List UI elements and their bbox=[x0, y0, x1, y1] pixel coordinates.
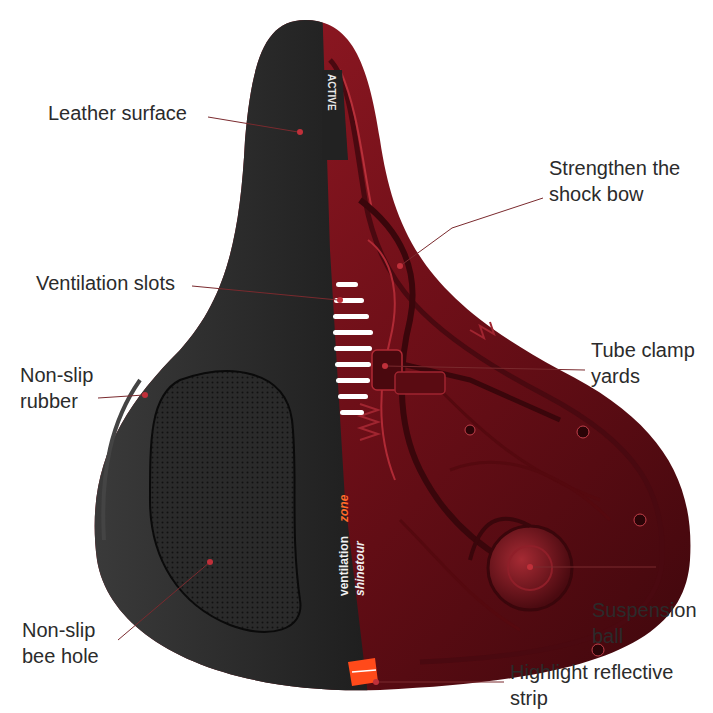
part-label: Tube clamp yards bbox=[591, 337, 707, 389]
part-label: Ventilation slots bbox=[36, 270, 206, 296]
part-label: Strengthen the shock bow bbox=[549, 155, 707, 207]
brand-print: ventilation bbox=[336, 536, 352, 596]
part-label: Suspension ball bbox=[592, 597, 706, 649]
part-label: Non-slip bee hole bbox=[22, 617, 118, 669]
part-label: Leather surface bbox=[48, 100, 218, 126]
brand-print: ACTIVE bbox=[325, 74, 338, 111]
part-label: Highlight reflective strip bbox=[510, 659, 700, 711]
brand-print: zone bbox=[336, 495, 352, 522]
brand-print: shinetour bbox=[352, 541, 368, 596]
part-label: Non-slip rubber bbox=[20, 362, 112, 414]
